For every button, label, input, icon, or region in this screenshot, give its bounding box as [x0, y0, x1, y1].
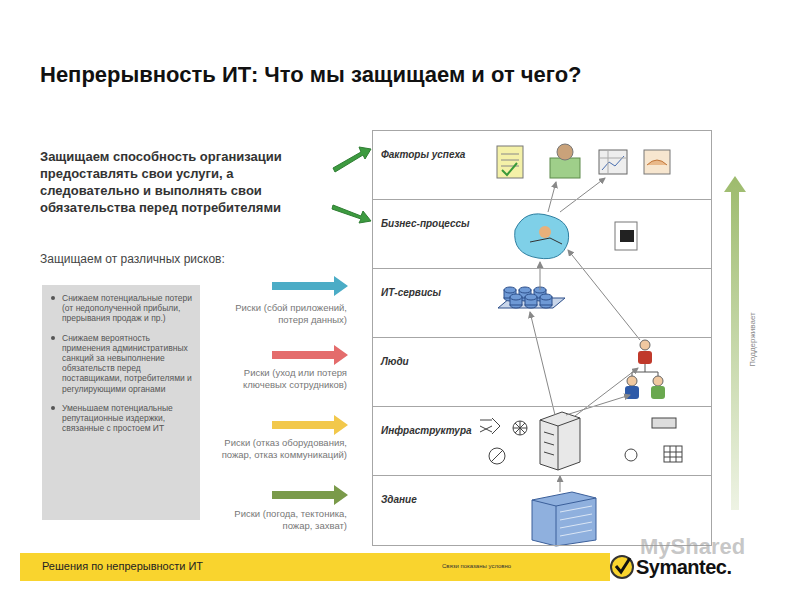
row-label: Люди	[379, 355, 411, 368]
layer-row: ИТ-сервисы	[372, 268, 712, 338]
risk-text: Риски (уход или потеря ключевых сотрудни…	[205, 367, 347, 391]
slide-title: Непрерывность ИТ: Что мы защищаем и от ч…	[40, 62, 582, 88]
logo-mark	[611, 556, 633, 578]
footer-band: Решения по непрерывности ИТ Связи показан…	[20, 553, 610, 581]
logo-text: Symantec.	[636, 556, 732, 579]
bullet-text: Снижаем потенциальные потери (от недопол…	[48, 293, 194, 324]
layer-row: Бизнес-процессы	[372, 199, 712, 269]
logo-check	[616, 558, 630, 572]
risk-text: Риски (погода, тектоника, пожар, захват)	[205, 508, 347, 532]
footer-text: Решения по непрерывности ИТ	[42, 560, 203, 572]
risk-text: Риски (сбой приложений, потеря данных)	[205, 302, 347, 326]
section-heading: Защищаем от различных рисков:	[40, 252, 225, 266]
link-arrow	[530, 178, 640, 492]
building-icon	[532, 492, 596, 546]
database-icons	[498, 287, 565, 308]
bullet-text: Снижаем вероятность применения администр…	[48, 333, 194, 394]
process-icon	[515, 214, 637, 259]
infra-icons	[480, 412, 682, 470]
footer-note: Связи показаны условно	[442, 563, 511, 569]
row-label: Инфраструктура	[379, 424, 474, 437]
risk-text: Риски (отказ оборудования, пожар, отказ …	[200, 437, 347, 461]
support-arrow	[724, 176, 746, 510]
green-arrow	[332, 147, 371, 223]
mission-text: Защищаем способность организации предост…	[40, 148, 327, 216]
layer-row: Люди	[372, 337, 712, 407]
bullet-text: Уменьшаем потенциальные репутационные из…	[48, 403, 194, 434]
people-icon	[625, 340, 665, 399]
footer-band	[20, 553, 610, 581]
bullet-box: Снижаем потенциальные потери (от недопол…	[42, 285, 200, 520]
row-label: Здание	[379, 493, 419, 506]
row-label: Бизнес-процессы	[379, 217, 472, 230]
row-label: ИТ-сервисы	[379, 286, 443, 299]
support-label: Поддерживает	[747, 312, 756, 367]
layer-row: Факторы успеха	[372, 130, 712, 200]
row-label: Факторы успеха	[379, 148, 467, 161]
watermark: MyShared	[640, 534, 745, 560]
layer-row: Инфраструктура	[372, 406, 712, 476]
success-icons	[497, 144, 670, 178]
